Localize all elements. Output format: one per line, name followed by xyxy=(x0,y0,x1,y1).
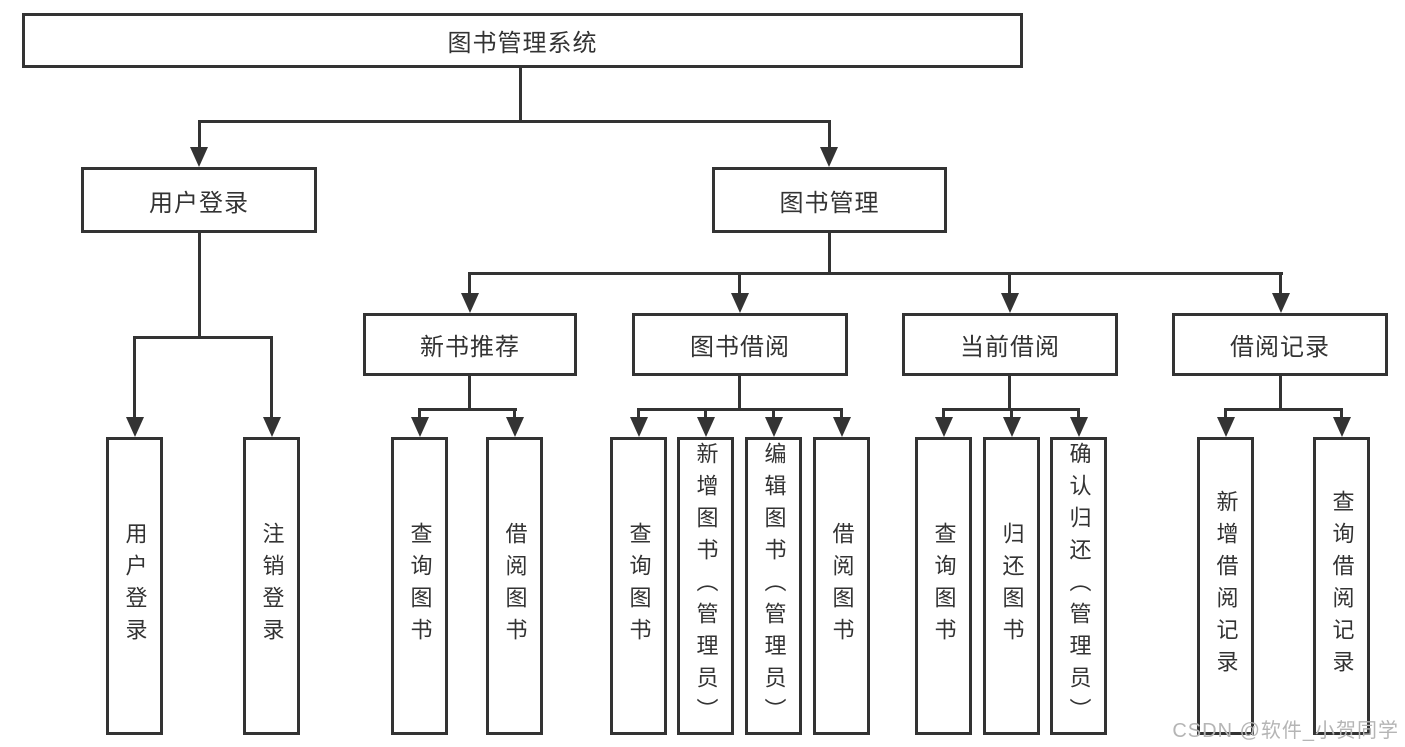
leaf-add-books-admin-label: 新增图书（管理员） xyxy=(693,442,719,730)
node-current-borrowing: 当前借阅 xyxy=(902,313,1118,376)
leaf-edit-books-admin-label: 编辑图书（管理员） xyxy=(761,442,787,730)
leaf-borrow-books-borrowing-label: 借阅图书 xyxy=(829,522,855,650)
leaf-logout-label: 注销登录 xyxy=(259,522,285,650)
arrowhead-down-icon xyxy=(461,293,479,313)
arrowhead-down-icon xyxy=(1070,417,1088,437)
connector-segment xyxy=(772,408,775,421)
node-root-label: 图书管理系统 xyxy=(447,30,598,57)
arrowhead-down-icon xyxy=(126,417,144,437)
connector-segment xyxy=(133,336,136,421)
leaf-add-borrow-record: 新增借阅记录 xyxy=(1197,437,1254,735)
connector-segment xyxy=(198,233,201,339)
leaf-borrow-books-borrowing: 借阅图书 xyxy=(813,437,870,735)
node-new-book-recommend-label: 新书推荐 xyxy=(420,334,520,361)
leaf-add-borrow-record-label: 新增借阅记录 xyxy=(1213,490,1239,682)
arrowhead-down-icon xyxy=(820,147,838,167)
connector-segment xyxy=(1077,408,1080,421)
node-borrowing-records-label: 借阅记录 xyxy=(1230,334,1330,361)
connector-segment xyxy=(1224,408,1227,421)
node-book-borrowing: 图书借阅 xyxy=(632,313,848,376)
arrowhead-down-icon xyxy=(1003,417,1021,437)
connector-segment xyxy=(1008,272,1011,297)
csdn-watermark: CSDN @软件_小贺同学 xyxy=(1172,720,1399,742)
arrowhead-down-icon xyxy=(630,417,648,437)
leaf-query-books-recommend: 查询图书 xyxy=(391,437,448,735)
leaf-confirm-return-admin-label: 确认归还（管理员） xyxy=(1066,442,1092,730)
connector-segment xyxy=(468,272,1283,275)
connector-segment xyxy=(468,376,471,411)
connector-segment xyxy=(840,408,843,421)
leaf-return-books: 归还图书 xyxy=(983,437,1040,735)
leaf-edit-books-admin: 编辑图书（管理员） xyxy=(745,437,802,735)
leaf-query-books-current-label: 查询图书 xyxy=(931,522,957,650)
arrowhead-down-icon xyxy=(1001,293,1019,313)
node-current-borrowing-label: 当前借阅 xyxy=(960,334,1060,361)
connector-segment xyxy=(1279,272,1282,297)
arrowhead-down-icon xyxy=(833,417,851,437)
arrowhead-down-icon xyxy=(1333,417,1351,437)
leaf-query-books-recommend-label: 查询图书 xyxy=(407,522,433,650)
node-book-borrowing-label: 图书借阅 xyxy=(690,334,790,361)
arrowhead-down-icon xyxy=(697,417,715,437)
connector-segment xyxy=(133,336,273,339)
node-root: 图书管理系统 xyxy=(22,13,1023,68)
leaf-user-login-label: 用户登录 xyxy=(122,522,148,650)
arrowhead-down-icon xyxy=(935,417,953,437)
node-user-login: 用户登录 xyxy=(81,167,317,233)
connector-segment xyxy=(738,376,741,411)
leaf-query-borrow-record-label: 查询借阅记录 xyxy=(1329,490,1355,682)
arrowhead-down-icon xyxy=(1217,417,1235,437)
connector-segment xyxy=(1340,408,1343,421)
leaf-logout: 注销登录 xyxy=(243,437,300,735)
connector-segment xyxy=(942,408,945,421)
connector-segment xyxy=(1224,408,1343,411)
connector-segment xyxy=(418,408,421,421)
connector-segment xyxy=(1010,408,1013,421)
connector-segment xyxy=(828,120,831,151)
leaf-query-books-borrowing-label: 查询图书 xyxy=(626,522,652,650)
connector-segment xyxy=(198,120,201,151)
connector-segment xyxy=(637,408,640,421)
node-book-management: 图书管理 xyxy=(712,167,947,233)
connector-segment xyxy=(468,272,471,297)
connector-segment xyxy=(270,336,273,421)
connector-segment xyxy=(828,233,831,275)
leaf-query-books-current: 查询图书 xyxy=(915,437,972,735)
node-new-book-recommend: 新书推荐 xyxy=(363,313,577,376)
arrowhead-down-icon xyxy=(263,417,281,437)
arrowhead-down-icon xyxy=(731,293,749,313)
node-borrowing-records: 借阅记录 xyxy=(1172,313,1388,376)
leaf-query-books-borrowing: 查询图书 xyxy=(610,437,667,735)
node-user-login-label: 用户登录 xyxy=(149,189,249,217)
connector-segment xyxy=(418,408,517,411)
connector-segment xyxy=(738,272,741,297)
node-book-management-label: 图书管理 xyxy=(779,189,880,217)
leaf-return-books-label: 归还图书 xyxy=(999,522,1025,650)
leaf-borrow-books-recommend-label: 借阅图书 xyxy=(502,522,528,650)
leaf-borrow-books-recommend: 借阅图书 xyxy=(486,437,543,735)
arrowhead-down-icon xyxy=(1272,293,1290,313)
arrowhead-down-icon xyxy=(506,417,524,437)
connector-segment xyxy=(513,408,516,421)
leaf-query-borrow-record: 查询借阅记录 xyxy=(1313,437,1370,735)
arrowhead-down-icon xyxy=(190,147,208,167)
connector-segment xyxy=(198,120,831,123)
connector-segment xyxy=(1279,376,1282,411)
leaf-confirm-return-admin: 确认归还（管理员） xyxy=(1050,437,1107,735)
connector-segment xyxy=(704,408,707,421)
leaf-user-login: 用户登录 xyxy=(106,437,163,735)
arrowhead-down-icon xyxy=(765,417,783,437)
connector-segment xyxy=(1008,376,1011,411)
arrowhead-down-icon xyxy=(411,417,429,437)
connector-segment xyxy=(519,68,522,123)
connector-segment xyxy=(637,408,843,411)
leaf-add-books-admin: 新增图书（管理员） xyxy=(677,437,734,735)
